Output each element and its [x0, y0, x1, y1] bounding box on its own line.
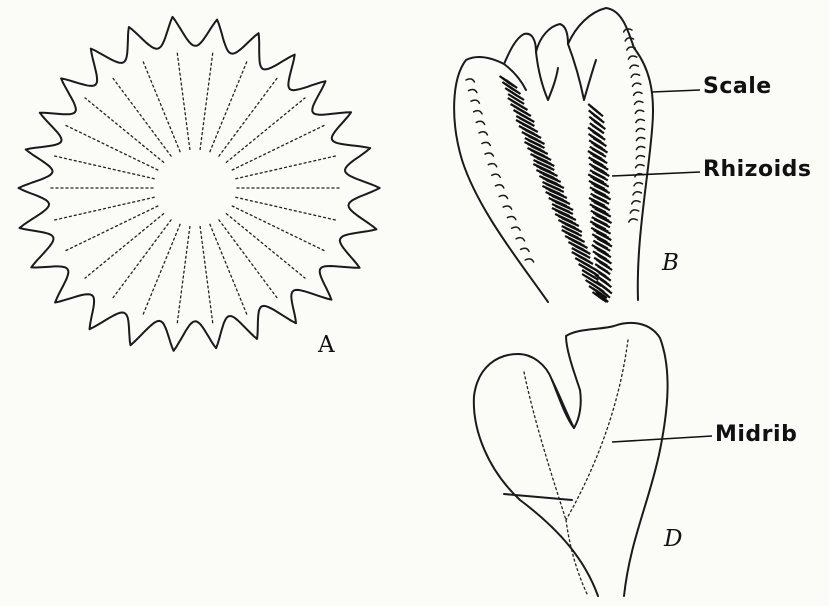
scale-tick	[512, 227, 520, 230]
rosette-vein	[232, 125, 325, 170]
scale-tick	[482, 142, 490, 145]
scale-tick	[492, 174, 500, 177]
rosette-vein	[177, 227, 190, 323]
thallus-dorsal-view	[474, 323, 668, 596]
rosette-vein	[210, 61, 247, 152]
scale-tick	[630, 210, 638, 213]
rosette-vein	[112, 76, 172, 156]
scale-tick	[466, 79, 474, 82]
rosette-outline	[19, 17, 380, 351]
rosette-vein	[210, 224, 247, 315]
rosette-vein	[232, 206, 325, 251]
rosette-vein	[219, 220, 279, 300]
thallus-d-outline	[474, 323, 668, 596]
thallus-b-notch	[536, 52, 558, 100]
rosette-vein	[236, 197, 338, 220]
figure-letter-b: B	[662, 250, 679, 276]
scale-tick	[634, 183, 642, 186]
thallus-d-crossline	[504, 494, 572, 500]
rosette-vein	[236, 156, 338, 179]
rosette-vein	[200, 227, 213, 323]
scale-tick	[479, 132, 487, 135]
scale-tick	[488, 164, 496, 167]
scale-tick	[516, 238, 524, 241]
scale-tick	[503, 206, 511, 209]
rosette-vein	[52, 197, 154, 220]
rosette-vein	[112, 220, 172, 300]
rosette-veins	[48, 53, 342, 323]
thallus-b-outline	[454, 8, 653, 302]
rosette-vein	[143, 61, 180, 152]
scale-tick	[634, 92, 642, 95]
leader-scale	[652, 90, 700, 92]
scale-tick	[630, 65, 638, 68]
midrib-stem	[566, 520, 588, 596]
rosette-vein	[52, 156, 154, 179]
thallus-ventral-view	[454, 8, 653, 302]
scale-tick	[507, 216, 515, 219]
scale-tick	[476, 121, 484, 124]
scale-tick	[628, 56, 636, 59]
label-scale: Scale	[703, 74, 772, 99]
scale-tick	[521, 248, 529, 251]
rosette-vein	[143, 224, 180, 315]
scale-tick	[633, 83, 641, 86]
scale-tick	[631, 74, 639, 77]
rosette-vein	[65, 125, 158, 170]
rosette-vein	[219, 76, 279, 156]
scale-tick	[632, 201, 640, 204]
scale-tick	[636, 137, 644, 140]
scale-tick	[636, 165, 644, 168]
scale-tick	[636, 146, 644, 149]
rosette-vein	[200, 53, 213, 149]
thallus-b-inner-lobe-right	[568, 44, 596, 100]
rosette-vein	[177, 53, 190, 149]
scale-tick	[525, 259, 533, 262]
midrib-right-branch	[566, 340, 628, 520]
scale-tick	[636, 156, 644, 159]
scale-tick	[635, 101, 643, 104]
label-midrib: Midrib	[715, 422, 797, 447]
scale-tick	[636, 128, 644, 131]
rosette-vein	[65, 206, 158, 251]
leader-rhizoids	[612, 172, 700, 176]
scale-tick	[474, 111, 482, 114]
figure-letter-a: A	[318, 332, 335, 358]
scale-tick	[629, 219, 637, 222]
scale-tick	[469, 89, 477, 92]
rhizoid-bands	[500, 76, 612, 302]
scale-tick	[633, 192, 641, 195]
rosette-thallus	[19, 17, 380, 351]
scale-tick	[495, 185, 503, 188]
scale-tick	[499, 195, 507, 198]
scale-tick	[635, 110, 643, 113]
label-rhizoids: Rhizoids	[703, 157, 811, 182]
scale-tick	[485, 153, 493, 156]
scale-tick	[636, 119, 644, 122]
scale-tick	[471, 100, 479, 103]
figure-letter-d: D	[664, 526, 682, 552]
